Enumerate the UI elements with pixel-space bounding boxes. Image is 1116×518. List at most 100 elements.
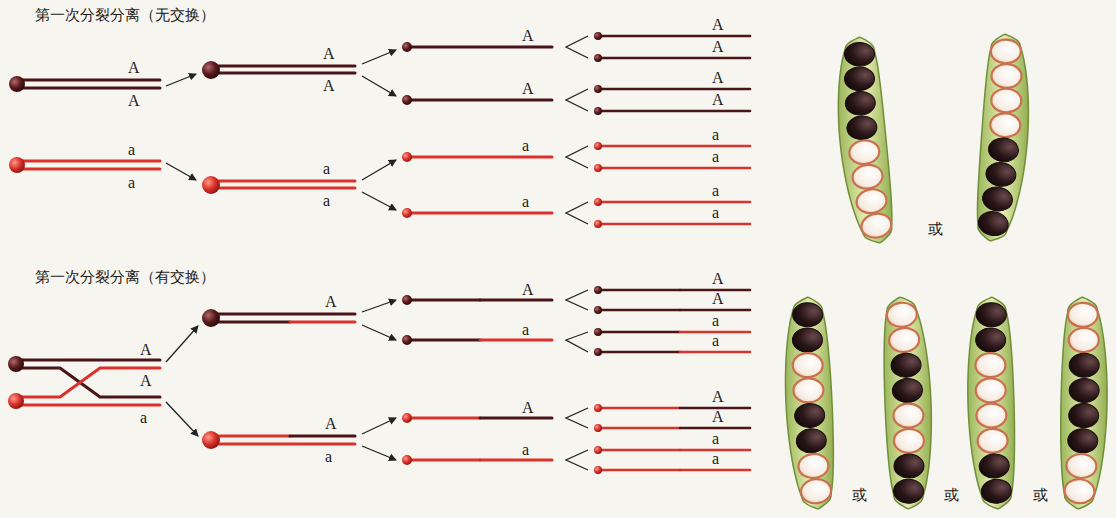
light-seed [1068,328,1099,353]
or-label: 或 [928,222,943,237]
light-seed [888,327,920,353]
arrow [166,163,196,180]
chromatid-line [22,168,160,171]
chromatid-line [411,299,480,302]
allele-label: a [128,175,135,191]
allele-label: a [522,322,529,338]
allele-label: a [712,183,719,199]
allele-label: A [712,291,724,307]
chromatid-line [601,167,750,170]
chromatid-line [411,417,480,420]
chromatid-line [411,339,480,342]
arrow-group [166,36,588,470]
pod-shell [968,297,1015,509]
dark-seed [976,302,1007,327]
centromere [594,348,602,356]
crossover-line [22,368,160,397]
dark-seed [792,328,822,352]
chromatid-line [22,404,160,407]
dark-seed [845,91,876,116]
chromatid-line [22,359,160,362]
allele-label: a [522,194,529,210]
chromatid-line [290,435,355,438]
allele-label: A [128,93,140,109]
allele-label: a [128,142,135,158]
allele-label: a [712,205,719,221]
pod-shell [977,34,1028,241]
chromatid-line [480,417,552,420]
allele-label: a [712,451,719,467]
centromere [594,164,602,172]
pod-shell [838,37,892,243]
centromere [8,356,24,372]
section-heading: 第一次分裂分离（无交换） [35,8,215,23]
chromatid-line [411,99,552,102]
chromatid-line [601,331,680,334]
centromere [402,335,412,345]
dark-seed [795,428,827,454]
chromatid-line [601,145,750,148]
light-seed [848,139,880,166]
chromatid-line [601,110,750,113]
dark-seed [892,378,923,403]
chromatid-line [680,351,750,354]
chromatid-line [601,449,680,452]
light-seed [991,88,1022,112]
chromatid-line [480,299,552,302]
allele-label: A [522,28,534,44]
pod-group [785,34,1107,509]
light-seed [793,378,824,403]
allele-label: a [325,449,332,465]
centromere [594,220,602,228]
centromere [202,176,220,194]
chromatid-line [480,339,552,342]
allele-label: a [712,127,719,143]
centromere [594,32,602,40]
crossover-line [22,368,160,397]
light-seed [990,113,1021,138]
allele-label: a [522,138,529,154]
allele-label: A [522,282,534,298]
arrow [362,418,396,434]
allele-label: A [522,400,534,416]
centromere [402,413,412,423]
or-label: 或 [944,488,959,503]
arrow [166,402,198,436]
light-seed [975,353,1005,377]
centromere [594,107,602,115]
allele-label: A [712,271,724,287]
chromatid-line [601,289,680,292]
light-seed [893,403,924,428]
chromatid-line [217,435,290,438]
dark-seed [792,303,822,327]
allele-label: A [712,409,724,425]
light-seed [991,64,1021,88]
centromere [594,446,602,454]
light-seed [851,163,884,191]
dark-seed [978,453,1010,479]
pod-shell [785,297,833,509]
chromatid-line [411,156,552,159]
centromere [594,424,602,432]
centromere [594,328,602,336]
chromatid-line [411,46,552,49]
light-seed [800,478,832,505]
chromosome-group [8,32,750,474]
centromere [594,198,602,206]
chromatid-line [601,57,750,60]
arrow [362,50,396,64]
allele-label: A [323,46,335,62]
pod-shell [1061,297,1107,509]
dark-seed [794,403,825,429]
arrow [362,76,396,96]
chromatid-line [601,407,680,410]
or-label: 或 [1033,488,1048,503]
centromere [594,85,602,93]
light-seed [797,453,829,480]
chromatid-line [680,469,750,472]
allele-label: A [712,70,724,86]
allele-label: A [712,389,724,405]
dark-seed [975,328,1005,353]
centromere [594,142,602,150]
